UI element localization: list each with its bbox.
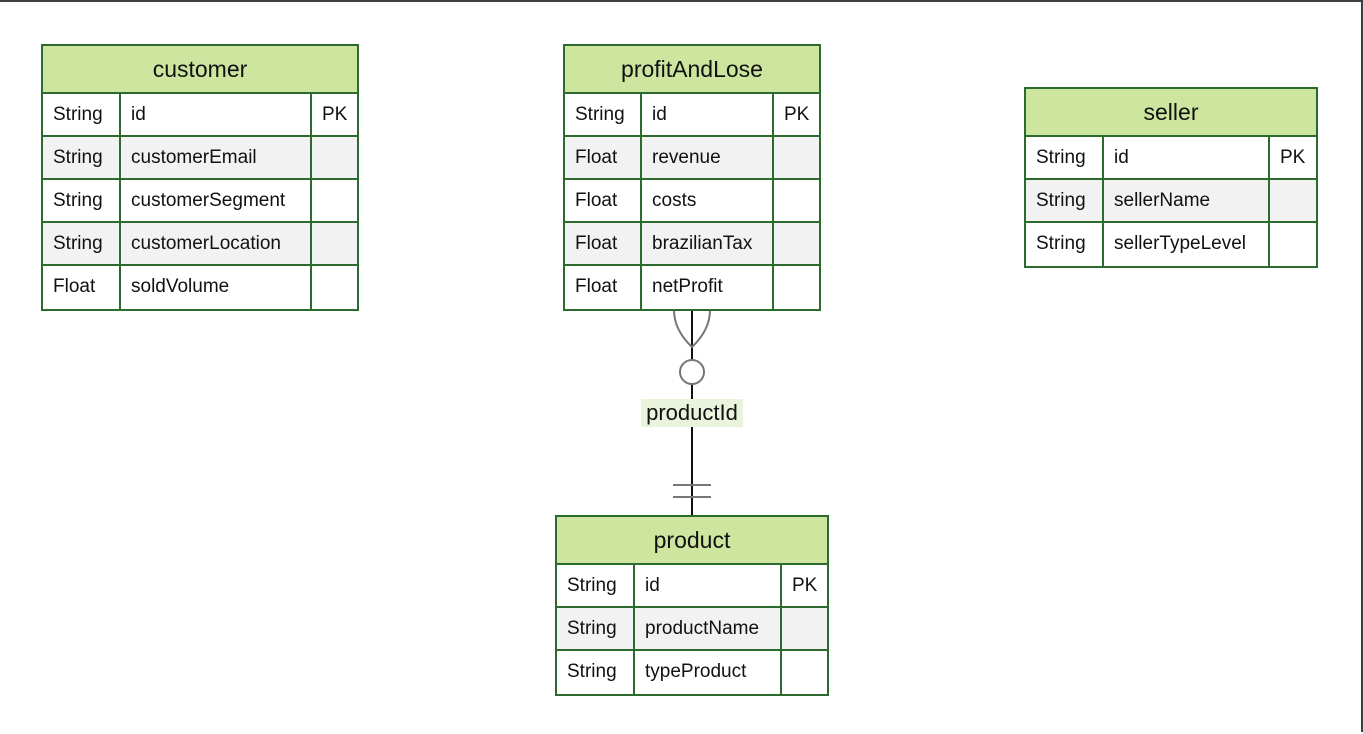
attr-name: productName [633, 608, 780, 649]
relationship-label: productId [641, 399, 743, 427]
attr-name: id [640, 94, 772, 135]
attr-type: Float [575, 147, 618, 168]
attr-key [1268, 180, 1316, 221]
attribute-row: String customerEmail [43, 137, 357, 180]
attr-type: String [1036, 147, 1086, 168]
attribute-row: Float netProfit [565, 266, 819, 309]
attribute-row: String customerLocation [43, 223, 357, 266]
attr-key [780, 608, 827, 649]
attr-name: soldVolume [119, 266, 310, 309]
attribute-row: Float soldVolume [43, 266, 357, 309]
attr-key [772, 137, 819, 178]
attr-name: revenue [640, 137, 772, 178]
attr-type: String [1036, 190, 1086, 211]
attr-key [310, 137, 357, 178]
attribute-row: String sellerTypeLevel [1026, 223, 1316, 266]
attr-key [780, 651, 827, 694]
attribute-row: Float revenue [565, 137, 819, 180]
attribute-row: String sellerName [1026, 180, 1316, 223]
attr-type: Float [575, 190, 618, 211]
attribute-row: Float brazilianTax [565, 223, 819, 266]
attr-name: sellerName [1102, 180, 1268, 221]
attr-type: Float [53, 276, 96, 297]
entity-title: seller [1026, 89, 1316, 137]
attr-name: sellerTypeLevel [1102, 223, 1268, 266]
attr-type: Float [575, 276, 618, 297]
attr-name: costs [640, 180, 772, 221]
attr-name: netProfit [640, 266, 772, 309]
attr-key [310, 266, 357, 309]
attr-name: typeProduct [633, 651, 780, 694]
attr-key: PK [772, 94, 819, 135]
attr-name: customerLocation [119, 223, 310, 264]
attr-key [1268, 223, 1316, 266]
attr-name: id [119, 94, 310, 135]
attr-name: brazilianTax [640, 223, 772, 264]
attr-key [772, 223, 819, 264]
attr-key: PK [780, 565, 827, 606]
attribute-row: String customerSegment [43, 180, 357, 223]
entity-title: product [557, 517, 827, 565]
cardinality-zero-icon [679, 359, 705, 385]
attribute-row: Float costs [565, 180, 819, 223]
attr-type: String [567, 661, 617, 682]
attr-type: String [567, 575, 617, 596]
attr-type: String [53, 147, 103, 168]
attribute-row: String productName [557, 608, 827, 651]
attr-type: String [53, 233, 103, 254]
attr-name: customerSegment [119, 180, 310, 221]
attr-key [772, 180, 819, 221]
attr-type: String [575, 104, 625, 125]
attr-name: customerEmail [119, 137, 310, 178]
entity-title: profitAndLose [565, 46, 819, 94]
attr-key [772, 266, 819, 309]
attr-key: PK [1268, 137, 1316, 178]
attr-key [310, 180, 357, 221]
attr-key [310, 223, 357, 264]
attr-type: String [53, 104, 103, 125]
attr-type: String [1036, 233, 1086, 254]
attr-name: id [633, 565, 780, 606]
attr-type: String [53, 190, 103, 211]
crowfoot-many-icon [673, 309, 711, 349]
attr-key: PK [310, 94, 357, 135]
attr-name: id [1102, 137, 1268, 178]
attribute-row: String typeProduct [557, 651, 827, 694]
entity-title: customer [43, 46, 357, 94]
attr-type: String [567, 618, 617, 639]
attr-type: Float [575, 233, 618, 254]
